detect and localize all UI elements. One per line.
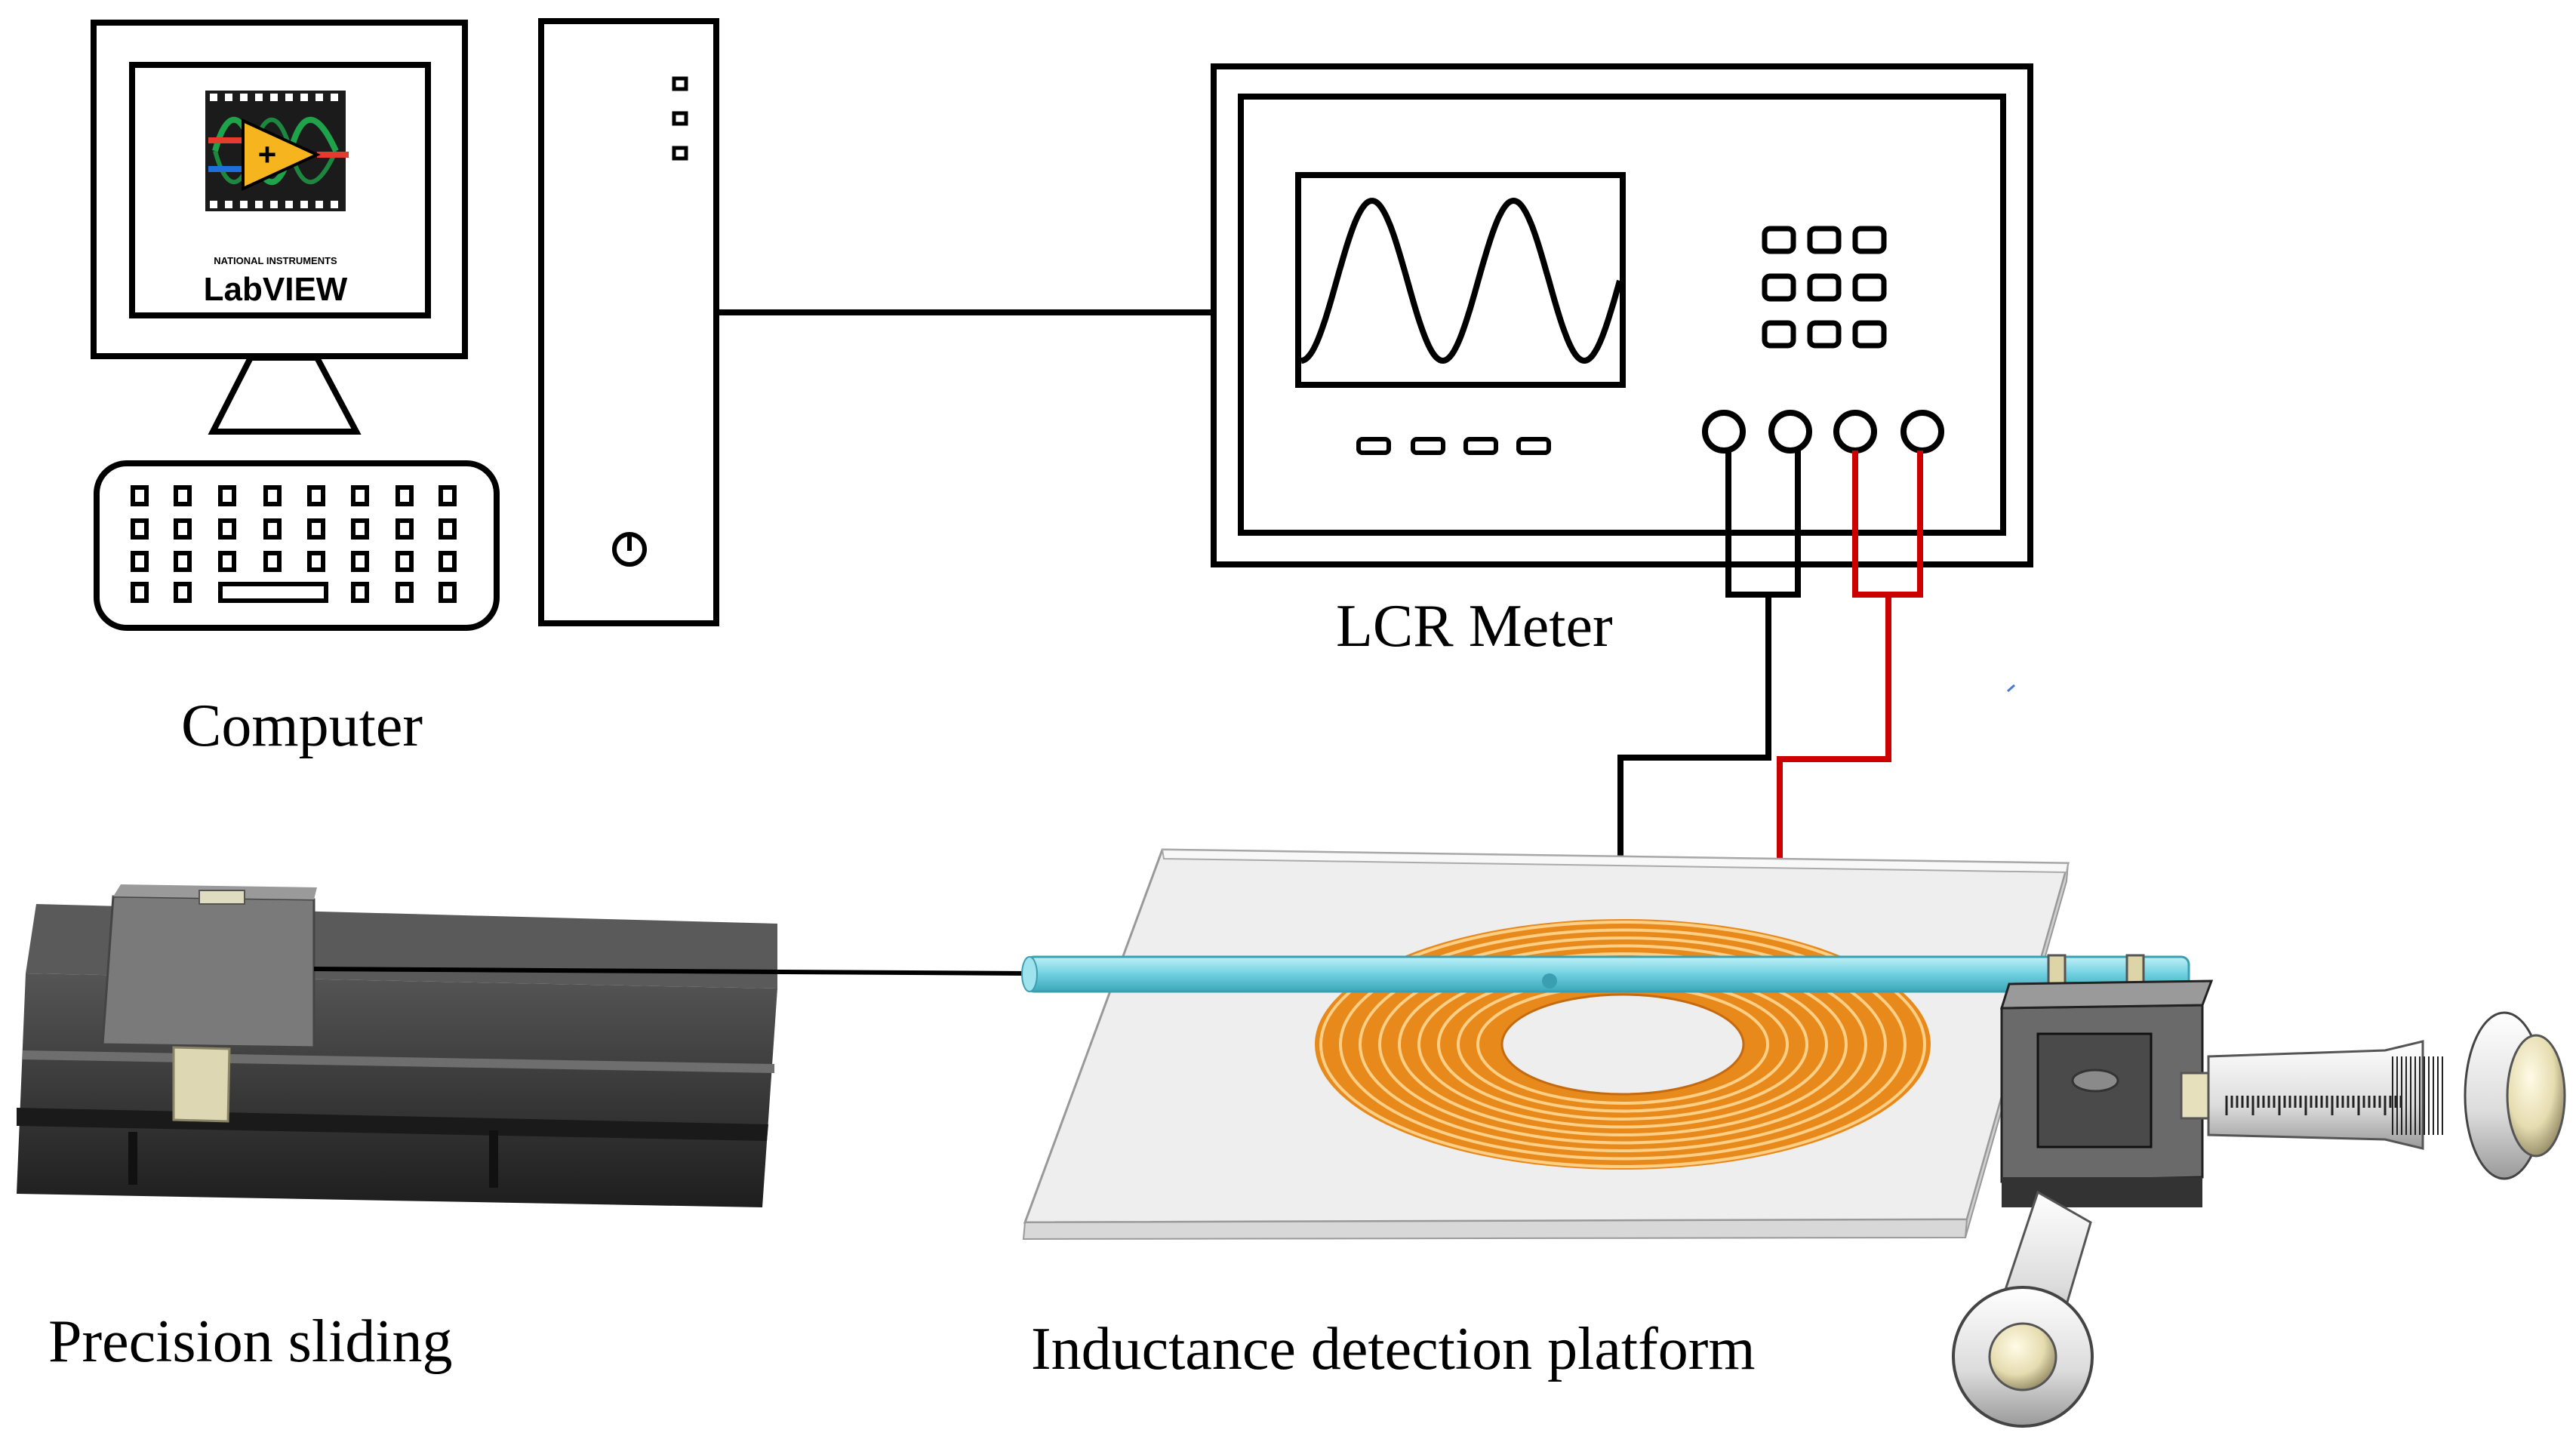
stage-top bbox=[1999, 979, 2214, 1010]
slider-tab bbox=[199, 890, 245, 905]
lcr-meter-label: LCR Meter bbox=[1336, 593, 1613, 660]
terminal-2 bbox=[1768, 410, 1812, 454]
lcr-display bbox=[1295, 172, 1626, 388]
precision-sliding-label: Precision sliding bbox=[48, 1308, 453, 1375]
coil-turn bbox=[1319, 921, 1926, 1168]
svg-text:+: + bbox=[258, 137, 277, 172]
computer-group: + NATIONAL INSTRUMENTS LabVIEW bbox=[91, 18, 719, 631]
micrometer-vertical bbox=[1952, 1190, 2094, 1428]
keyboard-keys bbox=[131, 485, 457, 603]
slider-to-rod-wire bbox=[313, 967, 1027, 976]
lcr-meter bbox=[1211, 63, 2033, 1041]
micrometer-lower-ball bbox=[1988, 1322, 2057, 1391]
keyboard-spacebar bbox=[218, 582, 328, 603]
slider-clamp bbox=[172, 1046, 231, 1123]
stage-base bbox=[2002, 1177, 2202, 1207]
glass-plate-edge bbox=[1022, 1218, 1968, 1241]
computer-label: Computer bbox=[181, 693, 423, 759]
terminal-4 bbox=[1900, 410, 1944, 454]
lcr-sine-wave bbox=[1300, 197, 1623, 364]
tower-led bbox=[672, 146, 688, 161]
labview-logo: + NATIONAL INSTRUMENTS LabVIEW bbox=[204, 91, 349, 308]
terminal-1 bbox=[1702, 410, 1746, 454]
coil-turn bbox=[1398, 952, 1848, 1136]
labview-maker-text: NATIONAL INSTRUMENTS bbox=[214, 255, 337, 266]
micrometer-stage bbox=[1952, 979, 2566, 1428]
pc-tower bbox=[538, 18, 719, 626]
terminal-3 bbox=[1833, 410, 1877, 454]
power-icon bbox=[612, 532, 647, 567]
slider-stop bbox=[489, 1130, 498, 1188]
coil-turn bbox=[1359, 936, 1887, 1152]
inductance-platform-label: Inductance detection platform bbox=[1031, 1316, 1756, 1382]
black-lead-loop bbox=[1725, 450, 1801, 598]
slider-carriage bbox=[101, 895, 315, 1049]
micrometer-horizontal bbox=[2180, 1011, 2566, 1180]
precision-sliding-stage bbox=[17, 884, 777, 1207]
labview-brand-text: LabVIEW bbox=[204, 271, 348, 308]
rod-marker bbox=[1542, 973, 1557, 989]
lcr-keypad bbox=[1762, 226, 1887, 349]
monitor bbox=[91, 20, 468, 435]
keyboard-body bbox=[94, 460, 500, 631]
rod-end bbox=[1021, 956, 1038, 992]
coil-turn bbox=[1378, 944, 1867, 1145]
lcr-soft-buttons bbox=[1356, 437, 1551, 455]
glass-plate-rim bbox=[1161, 848, 2070, 874]
coil-center-hole bbox=[1502, 995, 1743, 1094]
tower-led bbox=[672, 76, 688, 91]
stray-mark bbox=[2007, 684, 2015, 693]
keyboard bbox=[94, 460, 500, 631]
slider-stop bbox=[128, 1132, 137, 1185]
micrometer-spindle bbox=[2180, 1072, 2213, 1120]
tower-led bbox=[672, 111, 688, 126]
coil-turn bbox=[1339, 928, 1907, 1161]
stage-screw bbox=[2071, 1069, 2119, 1093]
lcr-terminals bbox=[1702, 410, 1944, 454]
micrometer-ball bbox=[2506, 1034, 2566, 1158]
micrometer-scale bbox=[2225, 1056, 2443, 1135]
coil-inner-edge bbox=[1500, 993, 1745, 1096]
monitor-stand bbox=[208, 355, 362, 435]
micrometer-thimble bbox=[2207, 1040, 2424, 1150]
